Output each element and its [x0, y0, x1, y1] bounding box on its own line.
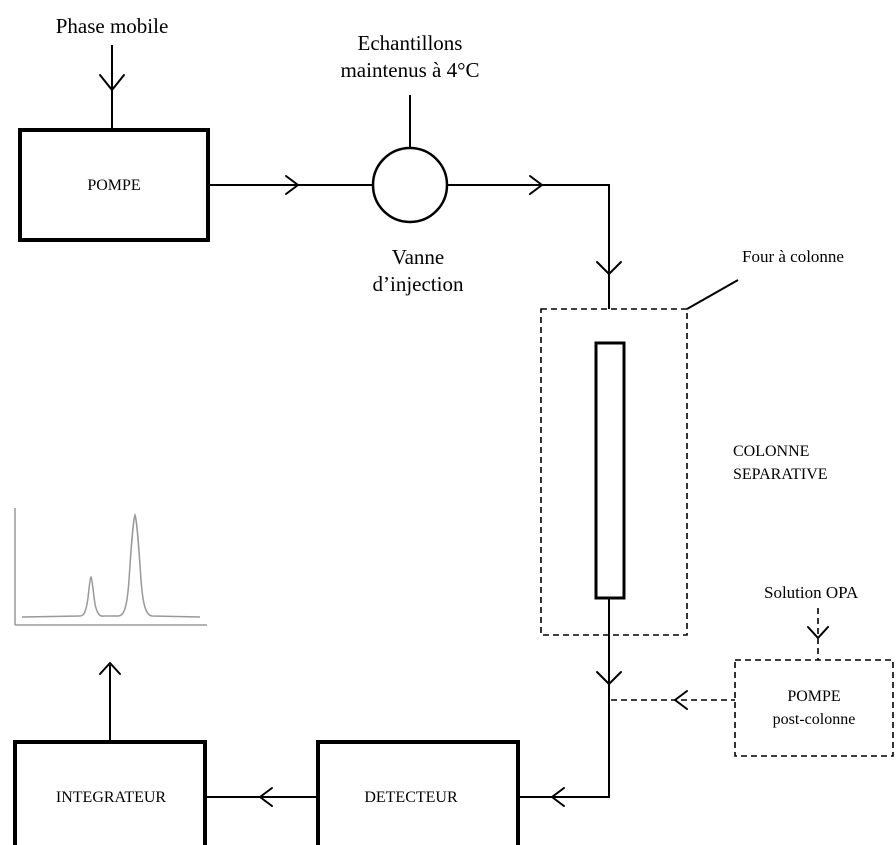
injection-valve-circle: [371, 146, 449, 224]
post-column-pump-box: [734, 659, 894, 757]
detector-label: DETECTEUR: [364, 789, 458, 806]
mobile-phase-label: Phase mobile: [56, 14, 169, 38]
integrator-label: INTEGRATEUR: [56, 789, 167, 806]
pump-to-valve-arrow: [285, 175, 299, 195]
mobile-phase-arrow: [99, 74, 125, 91]
opa-solution-label: Solution OPA: [764, 583, 859, 602]
opa-arrow: [807, 626, 829, 639]
column-label-line2: SEPARATIVE: [733, 466, 828, 483]
separative-column: [594, 341, 626, 600]
valve-label-line1: Vanne: [392, 245, 444, 269]
column-label-line1: COLONNE: [733, 443, 809, 460]
valve-to-column-line: [447, 184, 610, 345]
samples-label-line1: Echantillons: [358, 31, 463, 55]
to-integrator-arrow: [259, 787, 273, 807]
pump-label: POMPE: [87, 177, 140, 194]
post-column-arrow: [674, 690, 688, 710]
to-detector-arrow: [551, 787, 565, 807]
oven-label: Four à colonne: [742, 247, 844, 266]
integrator-box: [13, 740, 207, 845]
post-column-pump-label-line2: post-colonne: [773, 711, 856, 728]
column-to-detector-line: [518, 598, 610, 798]
chromatogram-icon: [14, 508, 207, 626]
column-outlet-arrow: [596, 671, 622, 685]
chromatogram-arrow: [99, 662, 121, 675]
valve-to-column-arrow-h: [529, 175, 543, 195]
valve-to-column-arrow-v: [596, 261, 622, 275]
valve-label-line2: d’injection: [373, 272, 464, 296]
post-column-pump-label-line1: POMPE: [787, 688, 840, 705]
samples-label-line2: maintenus à 4°C: [340, 58, 479, 82]
oven-leader-line: [686, 279, 739, 310]
